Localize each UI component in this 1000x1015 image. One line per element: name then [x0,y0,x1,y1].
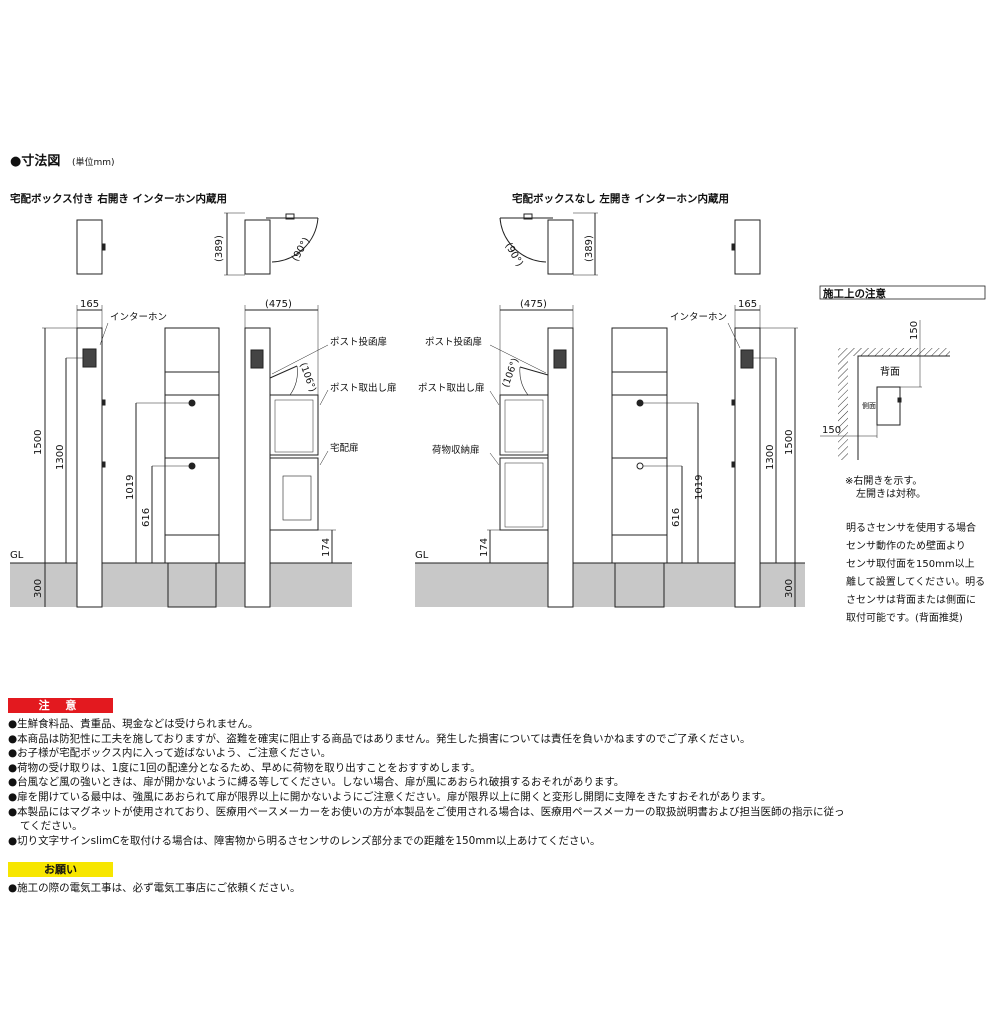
caution-item: ●お子様が宅配ボックス内に入って遊ばないよう、ご注意ください。 [8,747,332,760]
wall-left [838,348,848,460]
height-616-dim: 616 [671,508,682,527]
gl-label: GL [415,550,429,561]
caution-header: 注 意 [8,698,113,713]
angle-dim: (90°) [502,241,524,269]
sensor-note-line: センサ取付面を150mm以上 [846,557,975,570]
door-swing-arc [271,217,319,263]
box-plan [876,386,901,426]
plan-view-box [734,219,761,275]
caution-item: ●本商品は防犯性に工夫を施しておりますが、盗難を確実に阻止する商品ではありません… [8,732,751,745]
total-width-dim: (475) [265,299,292,310]
lock-icon [636,462,644,470]
height-616-dim: 616 [141,508,152,527]
note-right-open: ※右開きを示す。 [845,474,922,487]
post-in-door-label: ポスト投函扉 [425,336,482,348]
storage-box [499,457,549,531]
height-1500-dim: 1500 [784,430,795,455]
angle-dim: (90°) [290,236,312,264]
unit-label: (単位mm) [72,156,115,168]
hinge-icon [285,213,295,220]
door-swing-arc [499,217,547,263]
side-label: 側面 [862,401,876,410]
height-1300-dim: 1300 [55,445,66,470]
clearance-top-dim: 150 [909,321,920,340]
height-1019-dim: 1019 [125,475,136,500]
notes-section: 注 意 ●生鮮食料品、貴重品、現金などは受けられません。 ●本商品は防犯性に工夫… [8,698,848,896]
hinge-icon [523,213,533,220]
caution-item: ●荷物の受け取りは、1度に1回の配達分となるため、早めに荷物を取り出すことをおす… [8,761,481,774]
wall-top [848,348,950,356]
install-title: 施工上の注意 [823,287,886,300]
depth-dim: (389) [584,235,595,262]
post-box [269,394,319,456]
width-dim: 165 [738,299,757,310]
intercom-icon [82,348,97,368]
handle-icon [731,243,736,251]
caution-item: ●本製品にはマグネットが使用されており、医療用ペースメーカーをお使いの方が本製品… [8,805,845,833]
caution-item: ●生鮮食料品、貴重品、現金などは受けられません。 [8,718,259,730]
intercom-label: インターホン [110,312,167,323]
note-left-open: 左開きは対称。 [856,487,926,500]
intercom-icon [553,349,567,369]
sensor-note-line: 離して設置してください。明る [846,575,985,588]
install-notes: 施工上の注意 150 150 背面 側面 ※右開きを示す。 左開きは対称。 明る… [819,285,986,624]
post-base [167,562,217,608]
plan-view-box [244,219,271,275]
lock-icon [636,399,644,407]
depth-dim: (389) [214,235,225,262]
delivery-box [269,457,319,531]
left-subtitle: 宅配ボックス付き 右開き インターホン内蔵用 [10,192,227,205]
height-174-dim: 174 [321,538,332,557]
sensor-note-line: 明るさセンサを使用する場合 [846,521,976,534]
post-side [734,327,761,608]
post-side [76,327,103,608]
intercom-icon [740,349,754,369]
delivery-door-label: 宅配扉 [330,442,359,454]
intercom-label: インターホン [670,312,727,323]
post-box [499,394,549,456]
intercom-icon [250,349,264,369]
left-drawing: 宅配ボックス付き 右開き インターホン内蔵用 (389) (90°) GL 16… [10,192,397,608]
handle-icon [101,243,106,251]
total-width-dim: (475) [520,299,547,310]
post-front [164,327,220,564]
depth-300-dim: 300 [784,579,795,598]
height-1300-dim: 1300 [765,445,776,470]
post-base [614,562,665,608]
post-side-open [244,327,271,608]
post-angle-dim: (106°) [297,361,318,393]
dimension-drawings: ●寸法図 (単位mm) 宅配ボックス付き 右開き インターホン内蔵用 (389)… [10,153,986,624]
request-item: ●施工の際の電気工事は、必ず電気工事店にご依頼ください。 [8,882,301,895]
height-1019-dim: 1019 [694,475,705,500]
height-1500-dim: 1500 [33,430,44,455]
sensor-note-line: さセンサは背面または側面に [846,593,976,606]
plan-view-box [547,219,574,275]
storage-door-label: 荷物収納扉 [432,444,480,456]
caution-item: ●切り文字サインslimCを取付ける場合は、障害物から明るさセンサのレンズ部分ま… [8,834,601,847]
lock-icon [188,399,196,407]
post-in-door-label: ポスト投函扉 [330,336,387,348]
lock-icon [188,462,196,470]
gl-label: GL [10,550,24,561]
post-side-open [547,327,574,608]
section-title: ●寸法図 [10,153,60,169]
right-subtitle: 宅配ボックスなし 左開き インターホン内蔵用 [512,192,729,205]
post-out-door-label: ポスト取出し扉 [418,382,485,394]
sensor-note-line: センサ動作のため壁面より [846,539,966,552]
request-header: お願い [8,862,113,878]
post-front [611,327,668,564]
back-label: 背面 [880,365,900,378]
caution-item: ●台風など風の強いときは、扉が開かないように縛る等してください。しない場合、扉が… [8,776,625,789]
right-drawing: 宅配ボックスなし 左開き インターホン内蔵用 (389) (90°) GL (4… [415,192,805,608]
width-dim: 165 [80,299,99,310]
sensor-note-line: 取付可能です。(背面推奨) [846,611,963,624]
post-angle-dim: (106°) [500,357,521,389]
clearance-side-dim: 150 [822,425,841,436]
depth-300-dim: 300 [33,579,44,598]
height-174-dim: 174 [479,538,490,557]
plan-view-box [76,219,103,275]
caution-item: ●扉を開けている最中は、強風にあおられて扉が限界以上に開かないようにご注意くださ… [8,790,772,803]
post-out-door-label: ポスト取出し扉 [330,382,397,394]
